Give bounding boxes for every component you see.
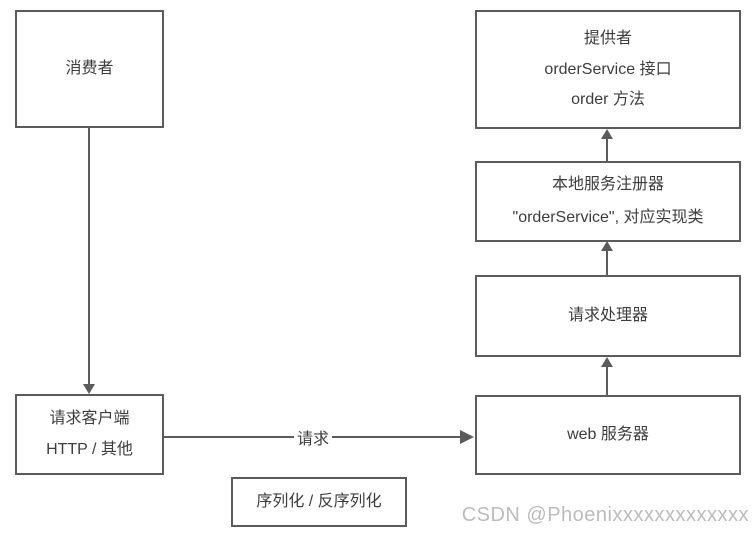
node-web-server: web 服务器: [475, 395, 741, 475]
node-local-registry-line2: "orderService", 对应实现类: [512, 209, 704, 226]
node-request-handler: 请求处理器: [475, 275, 741, 357]
node-provider-line3: order 方法: [571, 91, 645, 109]
edge-client-webserver-arrowhead-icon: [460, 430, 474, 444]
node-provider-line2: orderService 接口: [544, 60, 672, 78]
node-consumer: 消费者: [15, 10, 164, 128]
node-request-client-line1: 请求客户端: [49, 410, 130, 428]
node-request-client-line2: HTTP / 其他: [46, 441, 133, 458]
edge-handler-registry-arrowhead-icon: [601, 241, 613, 251]
edge-consumer-client-arrowhead-icon: [83, 384, 95, 394]
edge-webserver-handler-arrowhead-icon: [601, 357, 613, 367]
node-request-handler-label: 请求处理器: [567, 307, 648, 325]
edge-label-request: 请求: [293, 425, 333, 449]
edge-webserver-handler-line: [606, 367, 608, 395]
node-local-registry-line1: 本地服务注册器: [551, 176, 664, 194]
edge-handler-registry-line: [606, 251, 608, 275]
edge-consumer-client-line: [88, 128, 90, 384]
edge-registry-provider-arrowhead-icon: [601, 129, 613, 139]
node-web-server-label: web 服务器: [567, 426, 649, 444]
node-provider-line1: 提供者: [583, 30, 632, 48]
node-provider: 提供者 orderService 接口 order 方法: [475, 10, 741, 129]
node-consumer-label: 消费者: [65, 60, 114, 78]
node-serialization: 序列化 / 反序列化: [231, 477, 407, 527]
node-request-client: 请求客户端 HTTP / 其他: [15, 394, 164, 475]
node-serialization-label: 序列化 / 反序列化: [256, 493, 382, 511]
node-local-registry: 本地服务注册器 "orderService", 对应实现类: [475, 161, 741, 242]
watermark: CSDN @Phoenixxxxxxxxxxxxx: [461, 504, 749, 526]
edge-registry-provider-line: [606, 139, 608, 161]
